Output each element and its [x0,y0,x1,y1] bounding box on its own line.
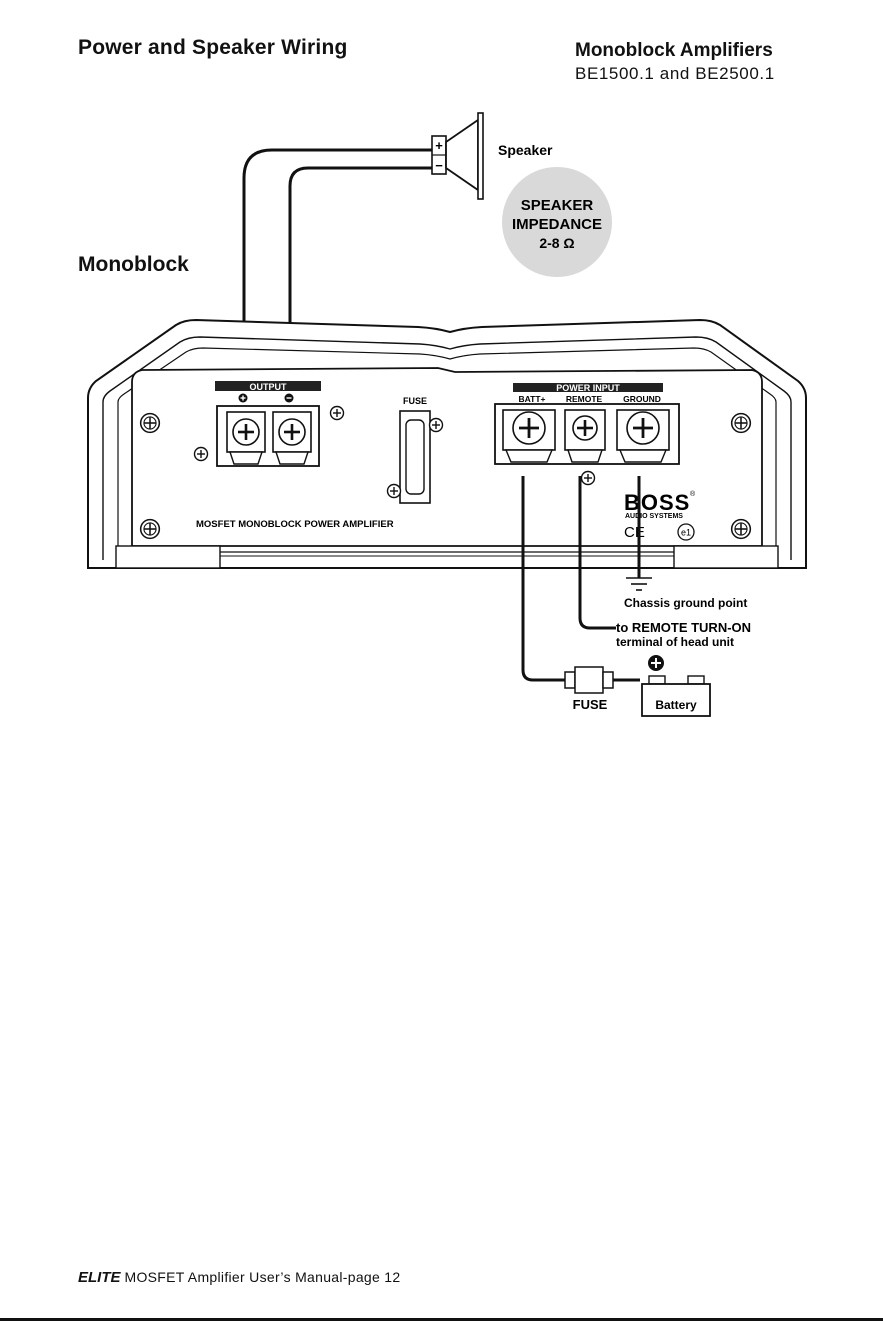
power-terminal-block [494,403,680,465]
ce-mark: CE [624,524,645,541]
battery [641,655,711,717]
brand-registered: ® [690,490,696,498]
remote-label-line-2: terminal of head unit [616,635,734,649]
terminal-label-ground: GROUND [623,394,661,404]
panel-screw-icon [428,417,444,433]
corner-screw-icon [139,518,161,540]
impedance-line-3: 2-8 Ω [539,235,574,251]
speaker-plus-sign: + [435,138,443,153]
impedance-line-1: SPEAKER [521,197,594,214]
footer-brand: ELITE [78,1269,121,1286]
impedance-line-2: IMPEDANCE [512,216,602,233]
speaker-label: Speaker [498,142,553,158]
fuse-panel-label: FUSE [403,396,427,406]
terminal-label-remote: REMOTE [566,394,603,404]
output-terminal-block [216,405,320,467]
model-numbers: BE1500.1 and BE2500.1 [575,64,775,83]
chassis-ground-label: Chassis ground point [624,596,747,610]
panel-screw-icon [193,446,209,462]
bottom-rule [0,1318,883,1321]
product-title: Monoblock Amplifiers [575,40,773,61]
inline-fuse [564,666,614,694]
amplifier-body [87,318,807,569]
amp-model-text: MOSFET MONOBLOCK POWER AMPLIFIER [196,519,394,530]
fuse-holder [399,410,431,504]
section-label: Monoblock [78,253,189,276]
speaker-minus-sign: − [435,158,443,173]
output-header: OUTPUT [250,382,288,392]
power-input-header: POWER INPUT [556,383,620,393]
fuse-label: FUSE [573,697,608,712]
battery-label: Battery [655,698,697,712]
e-mark: e1 [681,528,691,538]
corner-screw-icon [139,412,161,434]
speaker-wires [242,148,432,398]
remote-label-line-1: to REMOTE TURN-ON [616,620,751,635]
ground-symbol-icon [626,577,652,591]
panel-screw-icon [580,470,596,486]
power-wires [521,476,641,682]
corner-screw-icon [730,518,752,540]
brand-sub: AUDIO SYSTEMS [625,513,683,520]
corner-screw-icon [730,412,752,434]
wiring-diagram: + − Speaker SPEAKER IMPEDANCE 2-8 Ω OUTP… [87,112,807,717]
speaker: + − [431,112,484,200]
impedance-badge: SPEAKER IMPEDANCE 2-8 Ω [502,167,612,277]
terminal-label-batt: BATT+ [519,394,546,404]
brand-name: BOSS [624,490,690,515]
panel-screw-icon [386,483,402,499]
footer-text: MOSFET Amplifier User’s Manual-page 12 [124,1269,401,1285]
page-title: Power and Speaker Wiring [78,36,348,59]
panel-screw-icon [329,405,345,421]
